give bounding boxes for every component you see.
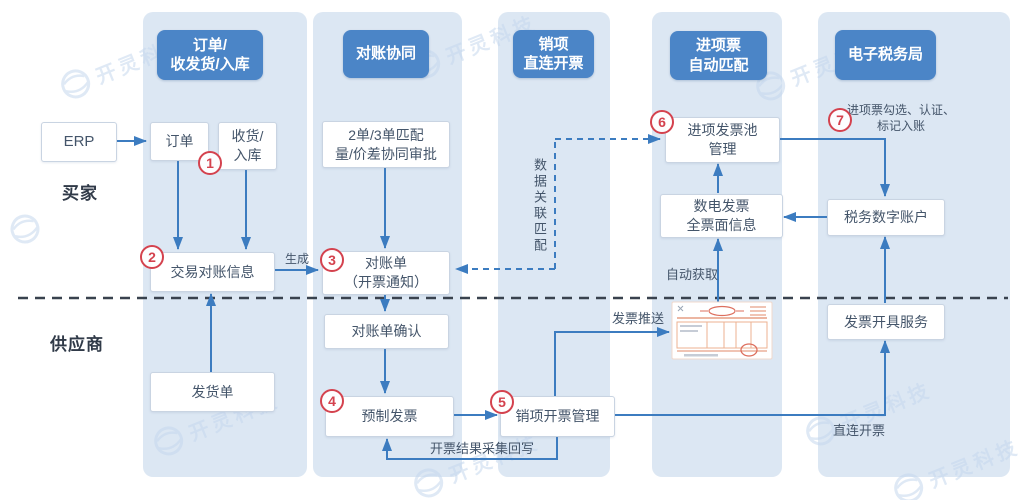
- actor-buyer-label: 买家: [62, 184, 98, 203]
- edge-label-direct-invoicing: 直连开票: [833, 423, 886, 438]
- edge-label-writeback: 开票结果采集回写: [430, 441, 535, 456]
- edge-label-auto-fetch: 自动获取: [666, 267, 719, 282]
- data-link-dashed-connector: [455, 134, 661, 274]
- node-receive-warehouse: 收货/ 入库: [218, 122, 277, 170]
- lane-header-sales-invoicing: 销项 直连开票: [513, 30, 594, 78]
- lane-header-order: 订单/ 收发货/入库: [157, 30, 263, 80]
- step-badge-1: 1: [198, 151, 222, 175]
- lane-tax-bureau: [818, 12, 1010, 477]
- node-order-matching: 2单/3单匹配 量/价差协同审批: [322, 121, 450, 168]
- lane-header-reconciliation: 对账协同: [343, 30, 429, 78]
- node-trade-reconciliation-info: 交易对账信息: [150, 252, 275, 292]
- step-badge-6: 6: [650, 110, 674, 134]
- lane-header-input-matching: 进项票 自动匹配: [670, 31, 767, 80]
- step-badge-4: 4: [320, 389, 344, 413]
- node-input-invoice-pool: 进项发票池 管理: [665, 117, 780, 163]
- step-badge-3: 3: [320, 248, 344, 272]
- node-sales-invoice-mgmt: 销项开票管理: [500, 396, 615, 437]
- step-badge-7: 7: [828, 108, 852, 132]
- edge-label-data-link-match: 数据关联匹配: [532, 158, 547, 254]
- node-erp: ERP: [41, 122, 117, 162]
- invoice-image: [671, 301, 773, 360]
- edge-label-generate: 生成: [285, 252, 310, 266]
- flow-arrows: [115, 136, 890, 460]
- step7-note: 进项票勾选、认证、 标记入账: [846, 103, 955, 133]
- node-order: 订单: [150, 122, 209, 161]
- node-pre-invoice: 预制发票: [325, 396, 454, 437]
- step-badge-2: 2: [140, 245, 164, 269]
- step-badge-5: 5: [490, 390, 514, 414]
- node-invoice-issue-service: 发票开具服务: [827, 304, 945, 340]
- node-digital-invoice-info: 数电发票 全票面信息: [660, 194, 783, 238]
- lane-header-tax-bureau: 电子税务局: [835, 30, 936, 80]
- node-tax-digital-account: 税务数字账户: [827, 199, 945, 236]
- node-delivery-note: 发货单: [150, 372, 275, 412]
- node-statement-confirm: 对账单确认: [324, 314, 449, 349]
- actor-supplier-label: 供应商: [50, 335, 104, 354]
- edge-label-invoice-push: 发票推送: [612, 311, 665, 326]
